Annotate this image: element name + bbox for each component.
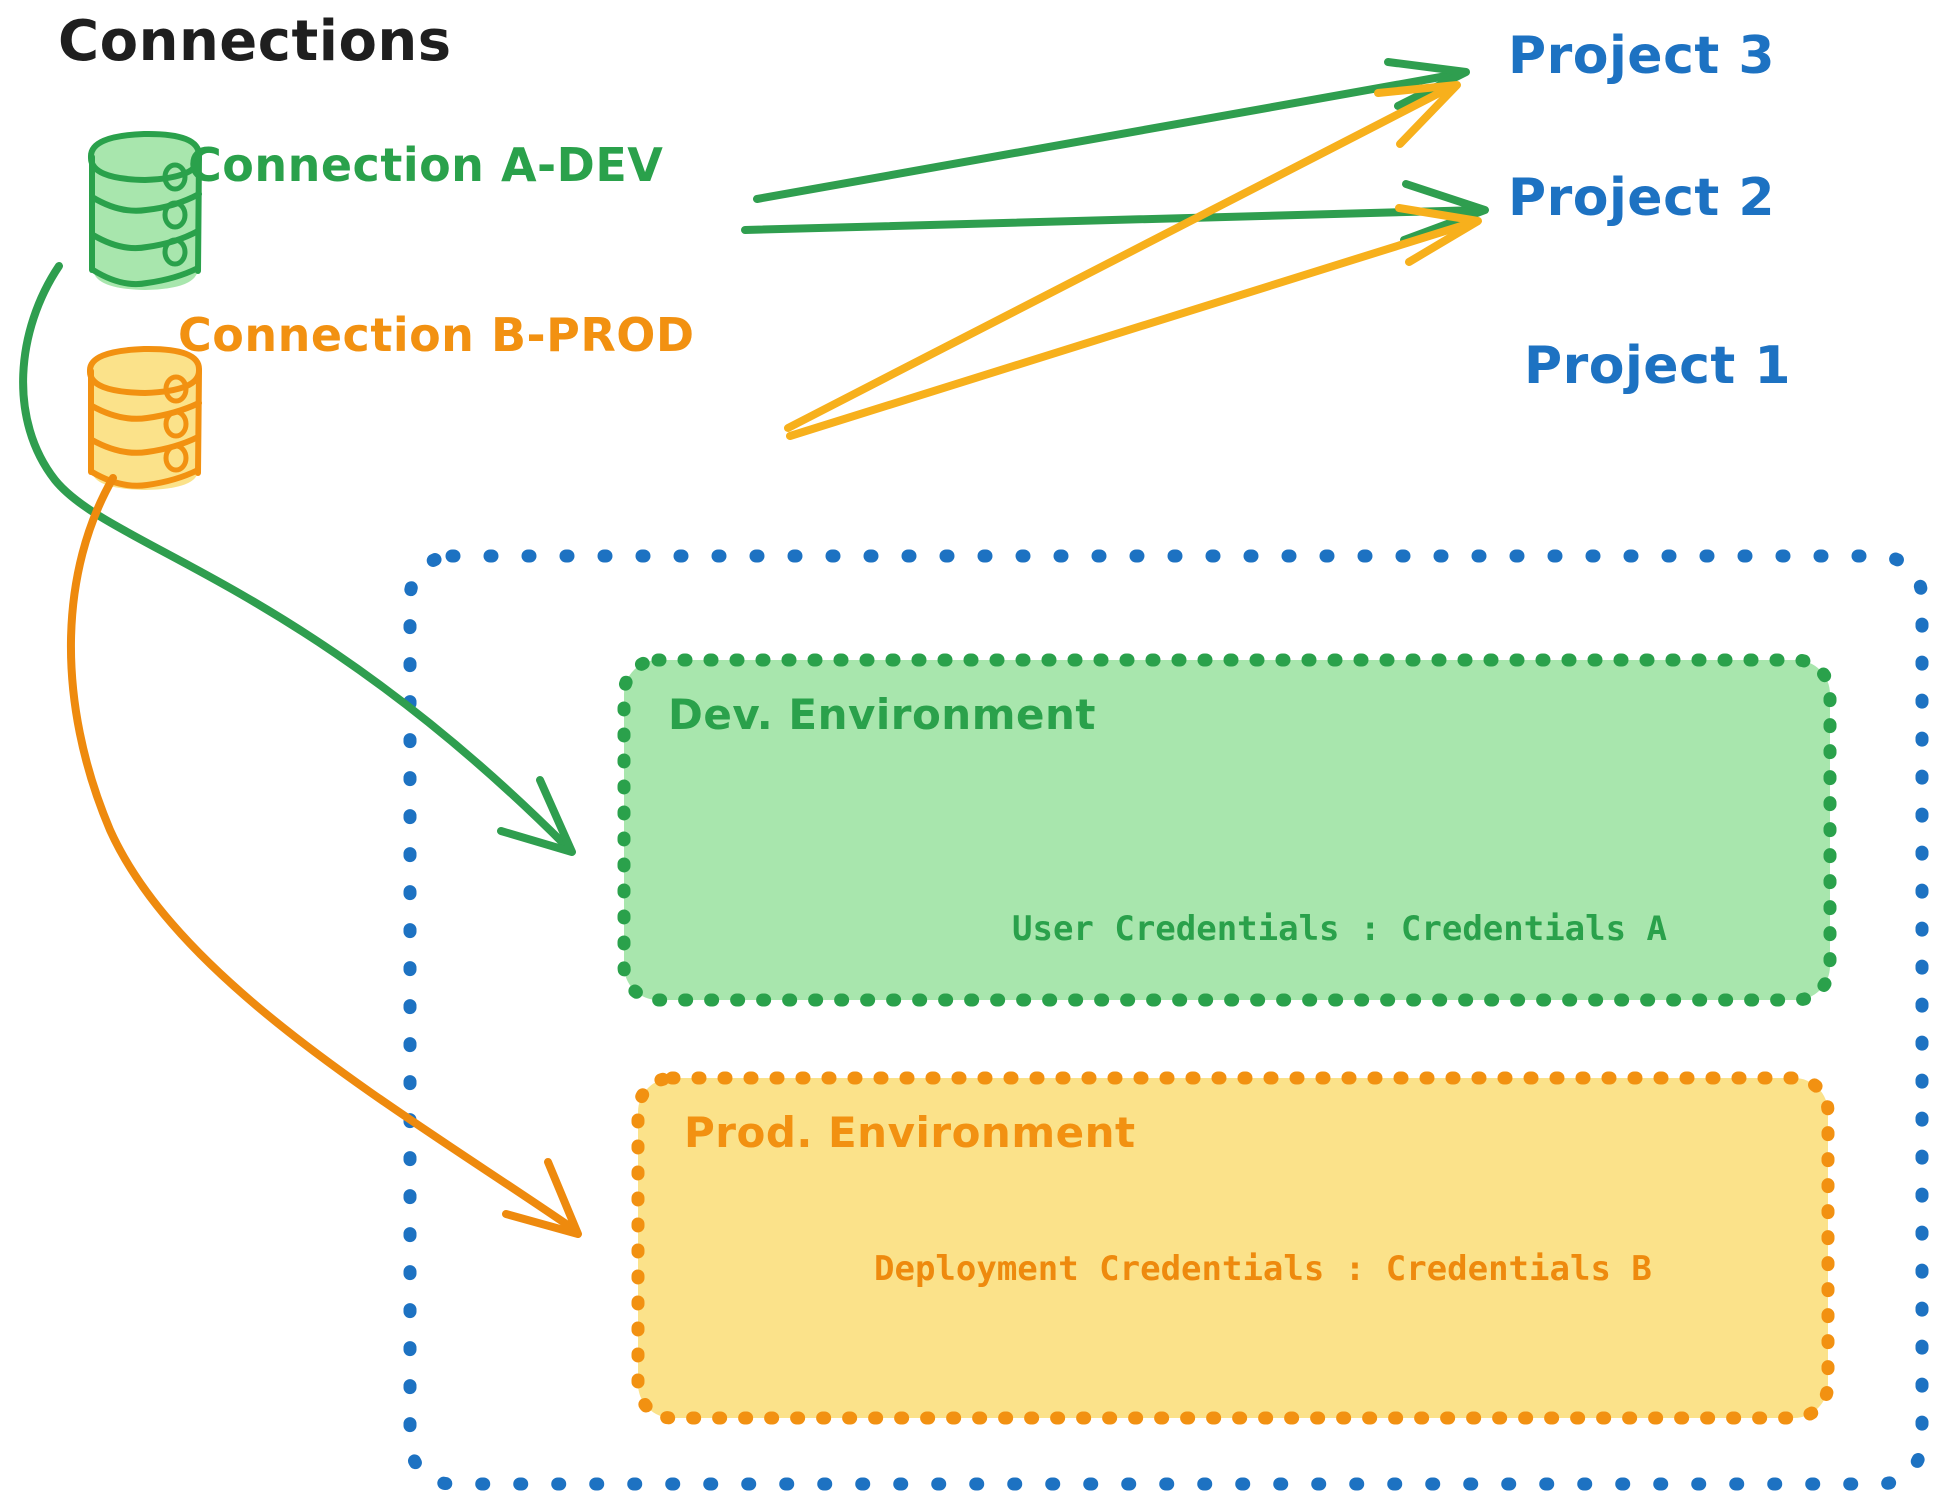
page-title: Connections — [58, 9, 452, 74]
connection-a-dev-label[interactable]: Connection A-DEV — [188, 138, 664, 192]
project-3-label[interactable]: Project 3 — [1508, 26, 1776, 86]
database-icon-connection-a-dev — [88, 130, 202, 290]
dev-environment-title: Dev. Environment — [668, 690, 1096, 739]
connection-b-prod-label[interactable]: Connection B-PROD — [178, 308, 695, 362]
arrow-a-dev-to-dev-environment — [19, 262, 576, 856]
dev-environment-box — [617, 653, 1837, 1007]
dev-environment-credentials: User Credentials : Credentials A — [1012, 909, 1668, 949]
prod-environment-credentials: Deployment Credentials : Credentials B — [874, 1249, 1652, 1289]
project-1-label[interactable]: Project 1 — [1524, 336, 1792, 396]
arrow-b-prod-to-prod-environment — [67, 474, 582, 1238]
arrow-a-dev-to-project-3 — [753, 58, 1470, 203]
arrow-a-dev-to-project-2 — [741, 180, 1489, 244]
database-icon-connection-b-prod — [87, 345, 202, 490]
prod-environment-title: Prod. Environment — [684, 1108, 1136, 1157]
prod-environment-box — [631, 1071, 1835, 1425]
arrow-b-prod-to-project-3 — [784, 81, 1461, 432]
project-1-container-border — [403, 549, 1929, 1491]
arrow-b-prod-to-project-2 — [786, 204, 1482, 440]
project-2-label[interactable]: Project 2 — [1508, 168, 1776, 228]
